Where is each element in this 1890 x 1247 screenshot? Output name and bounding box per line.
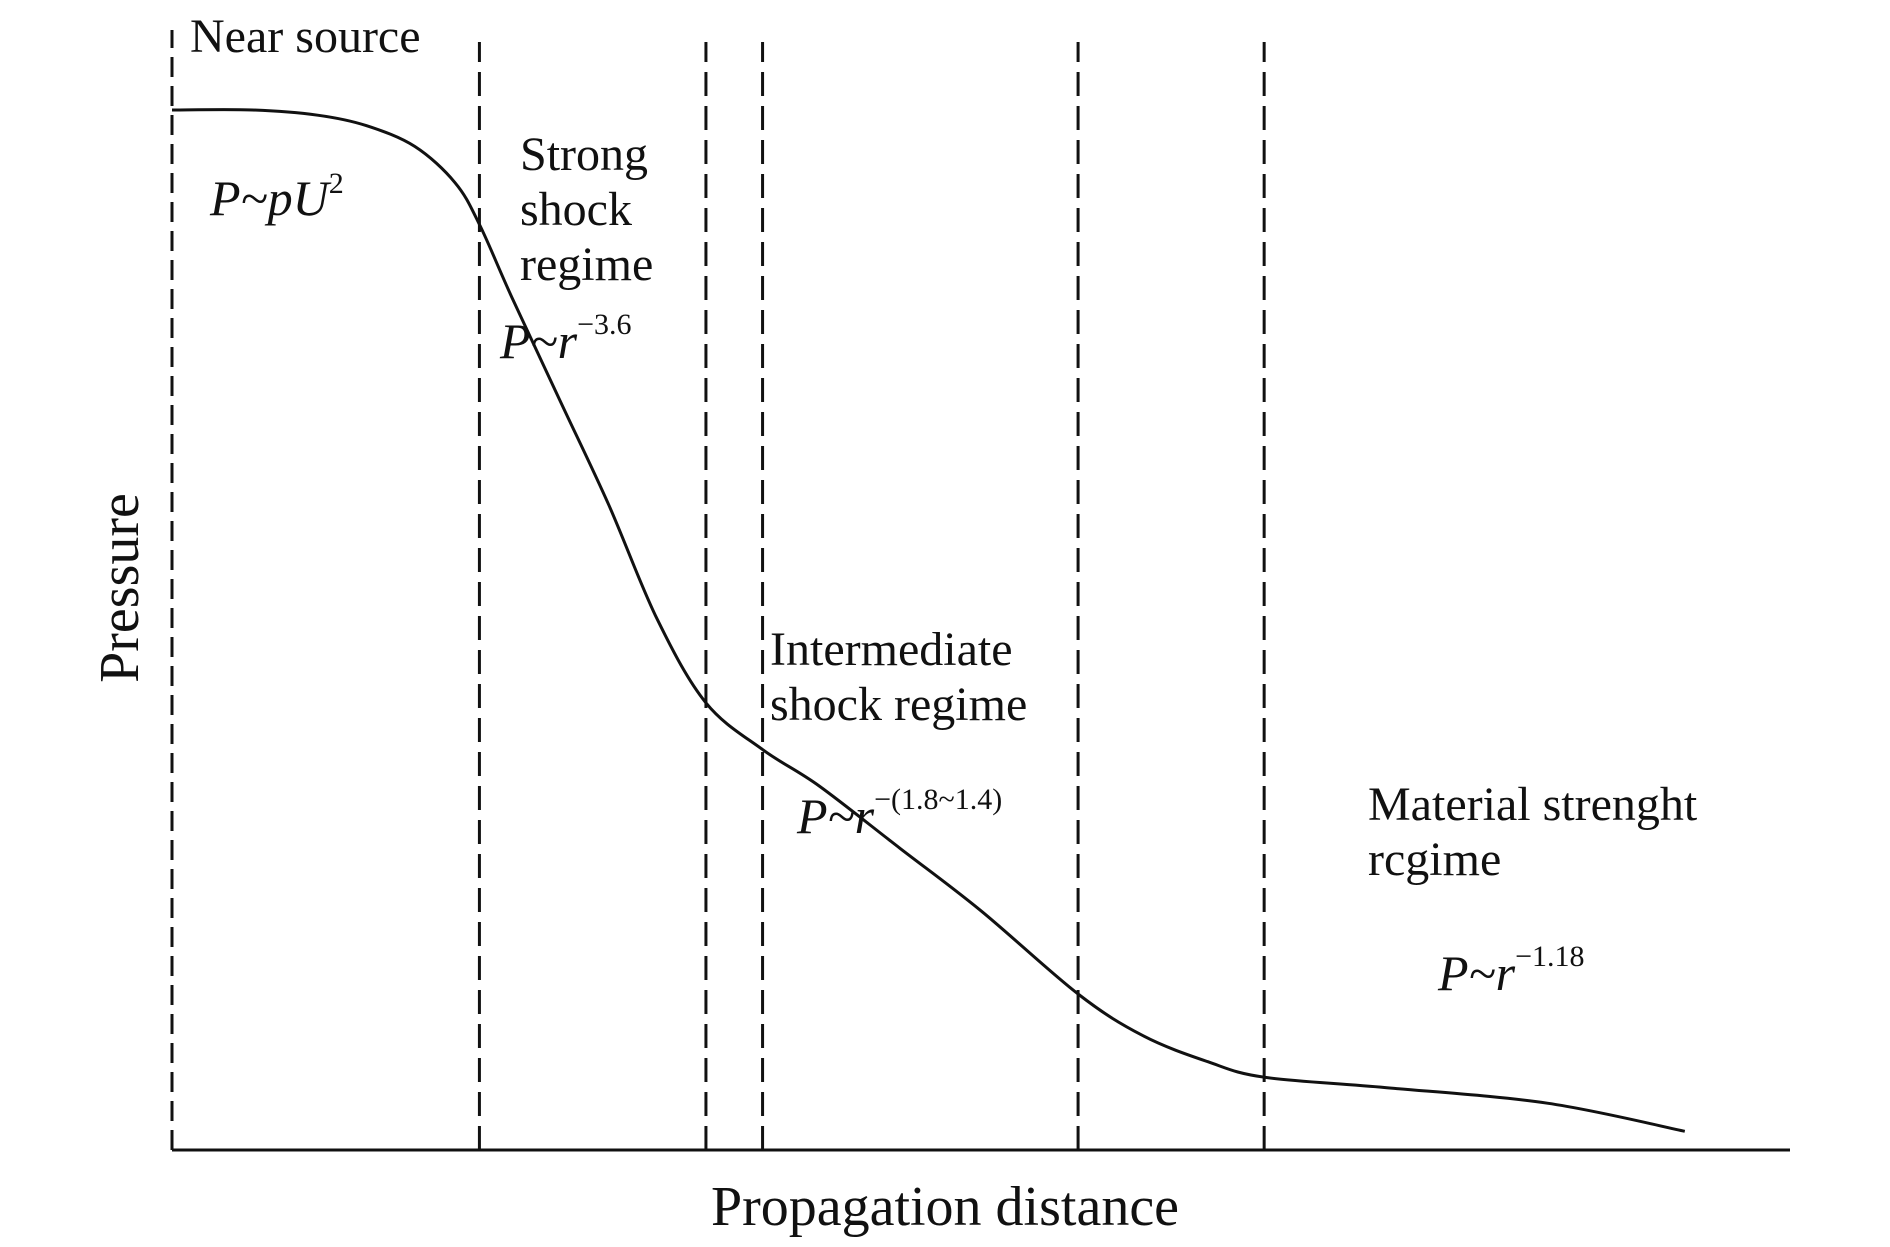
pressure-curve [171, 108, 1686, 1133]
formula-material-strength: P~r−1.18 [1437, 940, 1584, 1001]
region-label-near-source: Near source [190, 10, 421, 63]
formula-strong-shock: P~r−3.6 [499, 308, 631, 369]
formula-near-source: P~pU2 [209, 167, 344, 226]
region-label-material-strength: Material strenght rcgime [1368, 778, 1709, 886]
region-label-intermediate-shock: Intermediate shock regime [770, 623, 1027, 731]
formula-intermediate-shock: P~r−(1.8~1.4) [796, 783, 1002, 844]
x-axis-title: Propagation distance [711, 1176, 1179, 1238]
region-label-strong-shock: Strong shock regime [520, 128, 660, 291]
y-axis-title: Pressure [89, 493, 151, 683]
